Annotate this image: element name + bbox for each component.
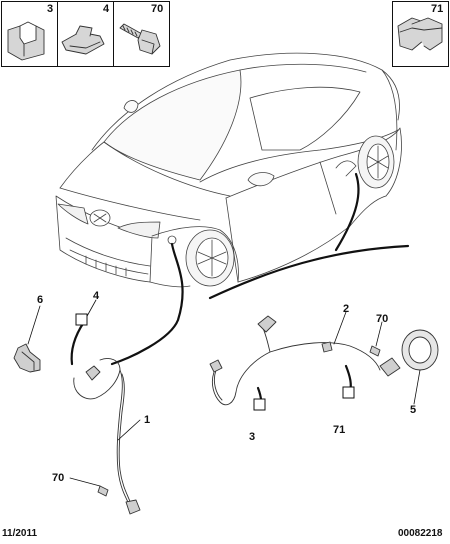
clip-part-4-icon	[61, 25, 105, 55]
callout-70-front: 70	[52, 472, 64, 484]
callout-6: 6	[37, 294, 43, 306]
callout-leader-lines	[27, 299, 421, 487]
callout-70-rear: 70	[376, 313, 388, 325]
callout-5: 5	[410, 404, 416, 416]
callout-3: 3	[249, 431, 255, 443]
legend-label-71: 71	[431, 3, 444, 15]
legend-label-4: 4	[103, 3, 110, 15]
bolt-part-70-icon	[119, 23, 161, 55]
ref-square-71	[342, 386, 355, 399]
callout-1: 1	[144, 414, 150, 426]
callout-2: 2	[343, 303, 349, 315]
ref-square-3	[253, 398, 266, 411]
callout-4: 4	[93, 290, 100, 302]
legend-label-3: 3	[47, 3, 54, 15]
front-wheel-sensor-cable	[73, 358, 141, 515]
rear-wheel-sensor-cable	[209, 315, 401, 406]
car-leader-lines	[110, 172, 410, 366]
bracket-part-6-icon	[13, 343, 41, 373]
clip-part-3-icon	[7, 21, 45, 61]
legend-label-70: 70	[151, 3, 164, 15]
tone-ring-part-5-icon	[401, 329, 439, 371]
footer-code: 00082218	[398, 528, 443, 539]
callout-71: 71	[333, 424, 345, 436]
ref-square-4	[75, 313, 88, 326]
footer-date: 11/2011	[2, 528, 38, 539]
car-body-illustration	[55, 52, 402, 288]
clip-part-71-icon	[397, 17, 443, 51]
